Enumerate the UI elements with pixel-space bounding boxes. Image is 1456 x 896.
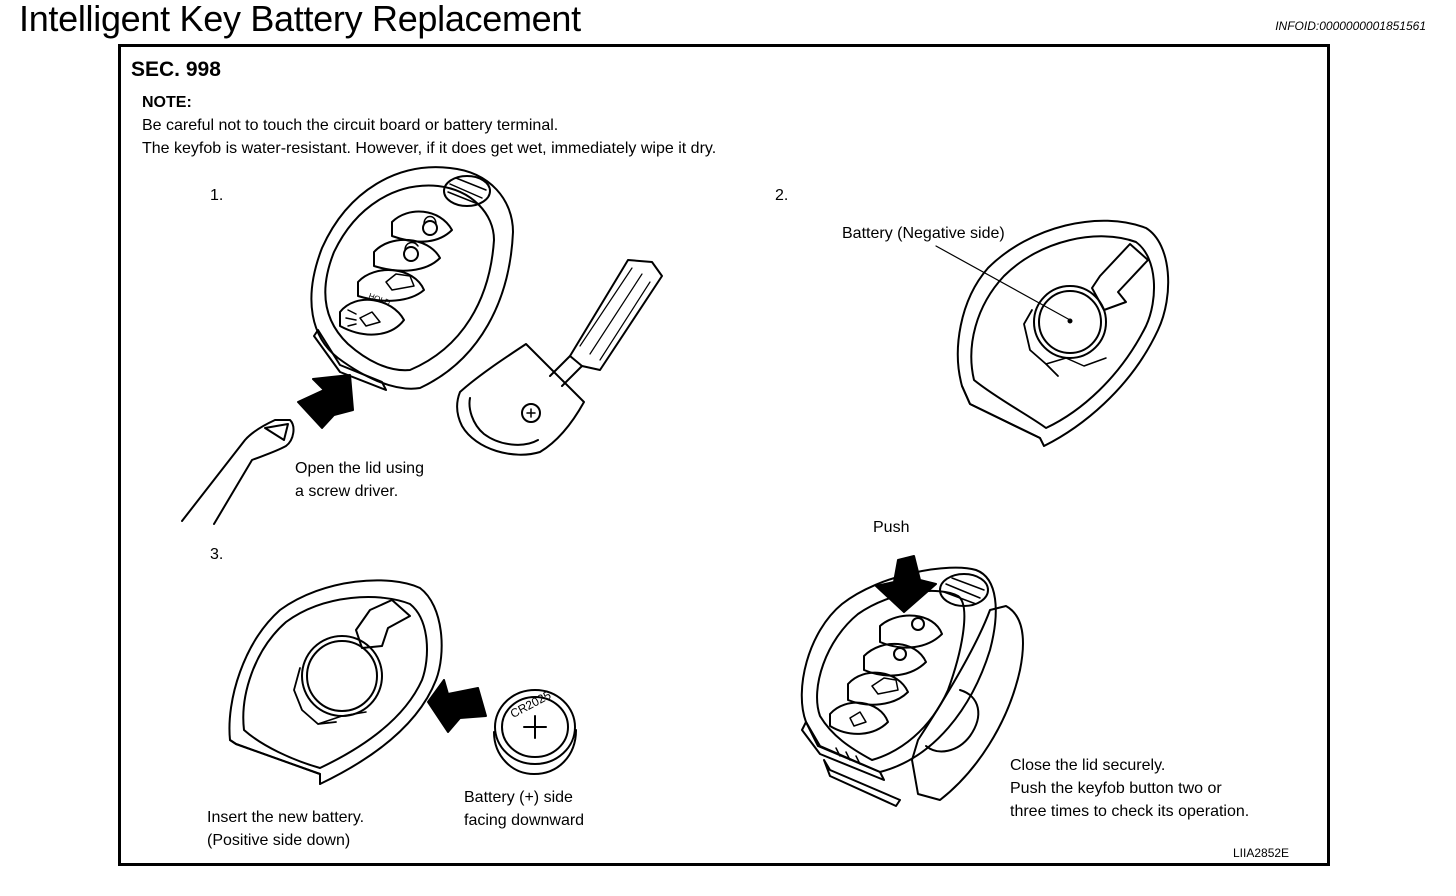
battery-caption-line-1: Battery (+) side <box>464 789 573 806</box>
step-1-caption-line-1: Open the lid using <box>295 460 424 477</box>
mechanical-key-icon <box>456 259 663 456</box>
screwdriver-icon <box>181 419 295 525</box>
keyfob-open-shell-step3 <box>228 579 443 785</box>
note-heading: NOTE: <box>142 94 192 111</box>
battery-marking: CR2025 <box>508 688 554 721</box>
step-3-caption-line-1: Insert the new battery. <box>207 809 365 826</box>
figure-code: LIIA2852E <box>1233 846 1290 860</box>
figure-frame <box>118 44 1330 866</box>
hold-label: HOLD <box>367 291 391 307</box>
step-2-number: 2. <box>775 187 789 204</box>
step-1-number: 1. <box>210 187 224 204</box>
step-4-caption-line-1: Close the lid securely. <box>1010 757 1166 774</box>
keyfob-closing-step4 <box>800 566 1025 807</box>
step-4-caption-line-2: Push the keyfob button two or <box>1010 780 1222 797</box>
keyfob-step1-illustration: HOLD <box>310 166 514 391</box>
arrow-icon <box>297 374 354 429</box>
page-title: Intelligent Key Battery Replacement <box>19 0 581 39</box>
info-id: INFOID:0000000001851561 <box>1275 19 1426 33</box>
section-label: SEC. 998 <box>131 58 221 81</box>
push-label: Push <box>873 519 910 536</box>
arrow-icon <box>427 679 487 733</box>
battery-negative-callout: Battery (Negative side) <box>842 225 1005 242</box>
step-3-number: 3. <box>210 546 224 563</box>
note-line-2: The keyfob is water-resistant. However, … <box>142 140 717 157</box>
arrow-icon <box>875 555 937 613</box>
step-4-caption-line-3: three times to check its operation. <box>1010 803 1250 820</box>
step-3-caption-line-2: (Positive side down) <box>207 832 351 849</box>
step-1-caption-line-2: a screw driver. <box>295 483 399 500</box>
note-line-1: Be careful not to touch the circuit boar… <box>142 117 559 134</box>
battery-caption-line-2: facing downward <box>464 812 585 829</box>
keyfob-open-shell-step2 <box>935 219 1170 447</box>
coin-battery-icon: CR2025 <box>493 688 577 775</box>
